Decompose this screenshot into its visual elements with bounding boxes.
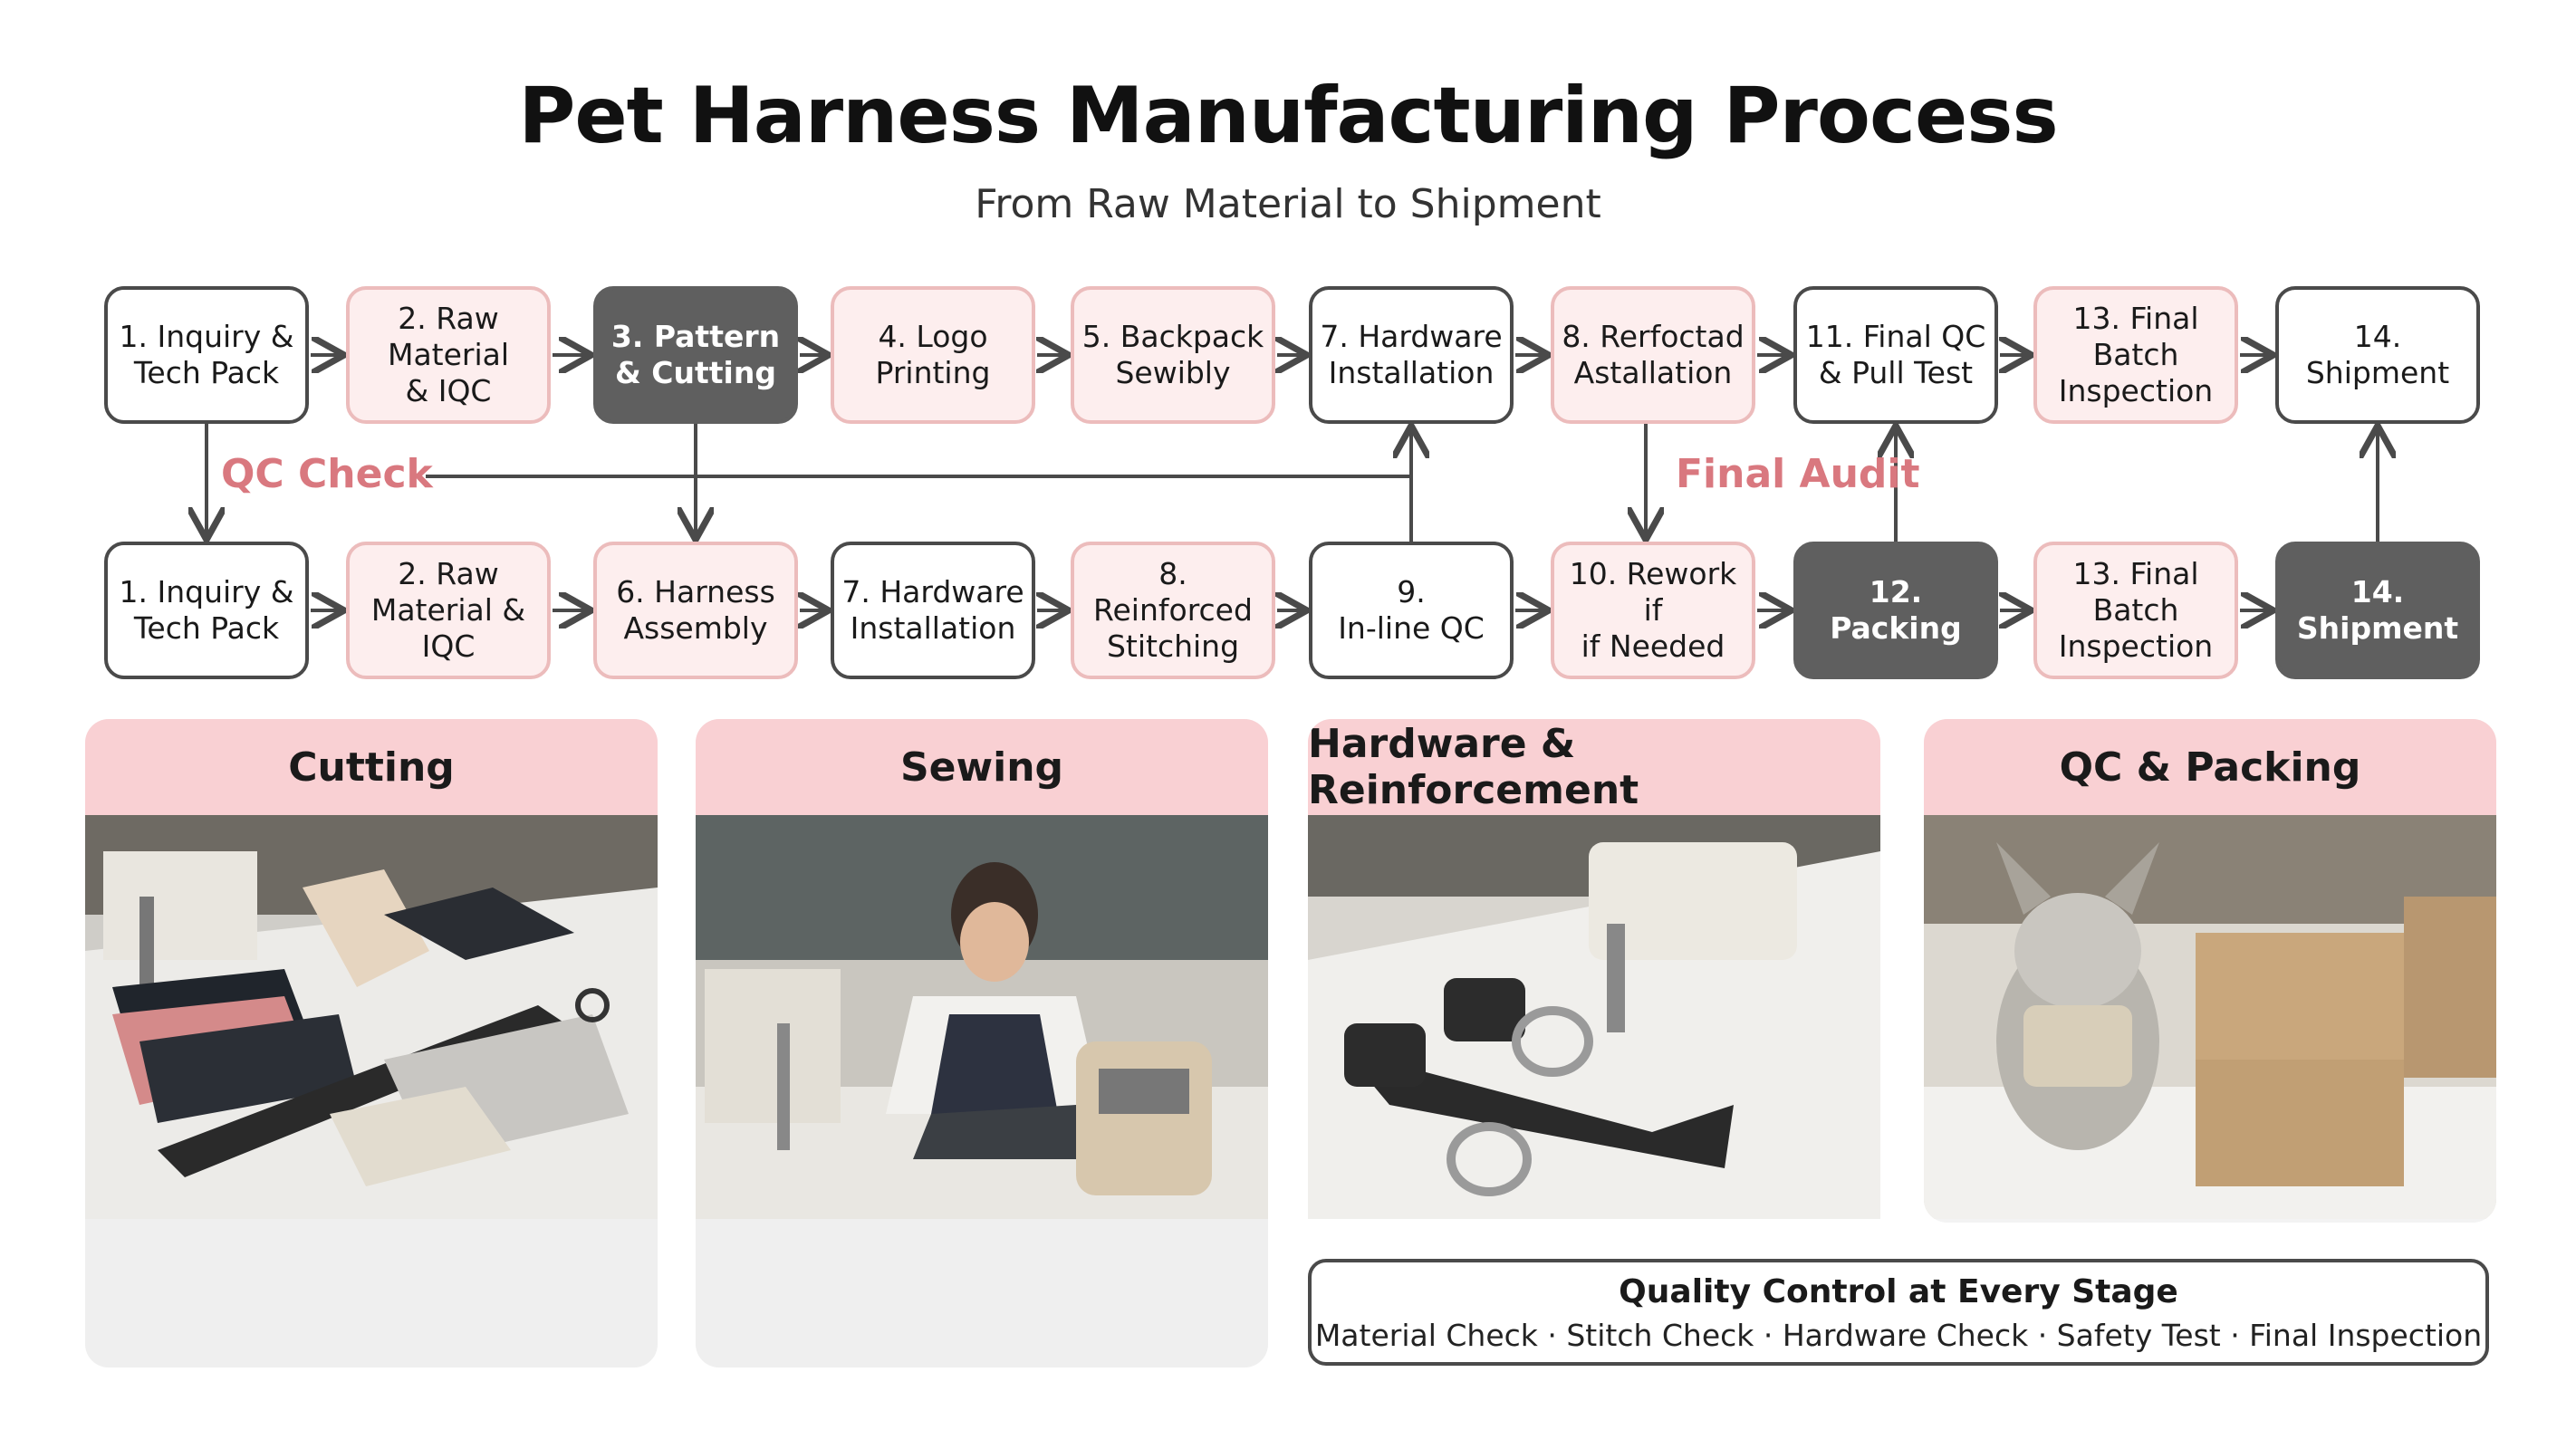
- panel-title: Cutting: [85, 719, 658, 815]
- bottom-step-2: 2. Raw Material & IQC: [346, 542, 551, 679]
- step-label: 7. Hardware Installation: [841, 573, 1024, 646]
- flow-connectors: [0, 0, 2576, 715]
- bottom-step-1: 1. Inquiry & Tech Pack: [104, 542, 309, 679]
- qc-check-label: QC Check: [221, 451, 433, 497]
- panel-qc-packing: QC & Packing: [1924, 719, 2496, 1223]
- top-step-8: 11. Final QC & Pull Test: [1793, 286, 1998, 424]
- bottom-step-9: 13. Final Batch Inspection: [2033, 542, 2238, 679]
- step-label: 13. Final Batch Inspection: [2058, 555, 2214, 665]
- step-label: 3. Pattern & Cutting: [610, 318, 781, 390]
- step-label: 4. Logo Printing: [875, 318, 991, 390]
- panel-title: Hardware & Reinforcement: [1308, 719, 1880, 815]
- bottom-step-10: 14. Shipment: [2275, 542, 2480, 679]
- top-step-5: 5. Backpack Sewibly: [1071, 286, 1275, 424]
- panel-footer: [85, 1219, 658, 1367]
- step-label: 12. Packing: [1830, 573, 1962, 646]
- qc-banner-items: Material Check · Stitch Check · Hardware…: [1314, 1318, 2483, 1353]
- hardware-photo: [1308, 815, 1880, 1219]
- bottom-step-8: 12. Packing: [1793, 542, 1998, 679]
- top-step-10: 14. Shipment: [2275, 286, 2480, 424]
- step-label: 1. Inquiry & Tech Pack: [119, 318, 294, 390]
- panel-footer: [696, 1219, 1268, 1367]
- step-label: 13. Final Batch Inspection: [2058, 300, 2214, 409]
- bottom-step-6: 9. In-line QC: [1309, 542, 1514, 679]
- final-audit-label: Final Audit: [1676, 451, 1920, 497]
- step-label: 6. Harness Assembly: [616, 573, 775, 646]
- step-label: 2. Raw Material & IQC: [370, 555, 526, 665]
- sewing-photo: [696, 815, 1268, 1219]
- bottom-step-3: 6. Harness Assembly: [593, 542, 798, 679]
- top-step-3: 3. Pattern & Cutting: [593, 286, 798, 424]
- panel-cutting: Cutting: [85, 719, 658, 1367]
- panel-title: Sewing: [696, 719, 1268, 815]
- step-label: 5. Backpack Sewibly: [1081, 318, 1264, 390]
- top-step-2: 2. Raw Material & IQC: [346, 286, 551, 424]
- page-subtitle: From Raw Material to Shipment: [975, 181, 1601, 227]
- top-step-7: 8. Rerfoctad Astallation: [1551, 286, 1755, 424]
- cutting-photo: [85, 815, 658, 1219]
- step-label: 8. Rerfoctad Astallation: [1562, 318, 1745, 390]
- step-label: 2. Raw Material & IQC: [387, 300, 510, 409]
- step-label: 7. Hardware Installation: [1320, 318, 1503, 390]
- bottom-step-5: 8. Reinforced Stitching: [1071, 542, 1275, 679]
- panel-title: QC & Packing: [1924, 719, 2496, 815]
- bottom-step-7: 10. Rework if if Needed: [1551, 542, 1755, 679]
- top-step-4: 4. Logo Printing: [831, 286, 1035, 424]
- qc-banner-title: Quality Control at Every Stage: [1619, 1273, 2178, 1310]
- bottom-step-4: 7. Hardware Installation: [831, 542, 1035, 679]
- step-label: 9. In-line QC: [1338, 573, 1485, 646]
- qc-packing-photo: [1924, 815, 2496, 1219]
- step-label: 8. Reinforced Stitching: [1093, 555, 1253, 665]
- step-label: 10. Rework if if Needed: [1569, 555, 1737, 665]
- panel-sewing: Sewing: [696, 719, 1268, 1367]
- top-step-1: 1. Inquiry & Tech Pack: [104, 286, 309, 424]
- qc-banner: Quality Control at Every Stage Material …: [1308, 1259, 2489, 1366]
- step-label: 14. Shipment: [2296, 573, 2459, 646]
- step-label: 11. Final QC & Pull Test: [1805, 318, 1986, 390]
- top-step-9: 13. Final Batch Inspection: [2033, 286, 2238, 424]
- page-title: Pet Harness Manufacturing Process: [518, 71, 2058, 161]
- step-label: 1. Inquiry & Tech Pack: [119, 573, 294, 646]
- step-label: 14. Shipment: [2305, 318, 2450, 390]
- top-step-6: 7. Hardware Installation: [1309, 286, 1514, 424]
